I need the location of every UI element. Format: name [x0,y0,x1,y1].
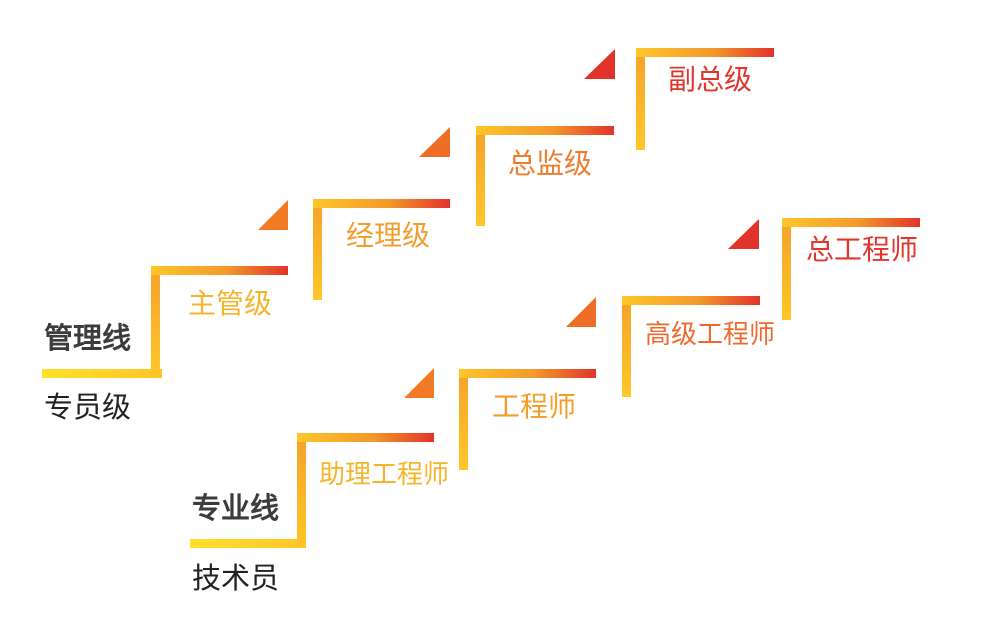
professional-riser-3 [622,296,631,397]
management-step-3-label: 总监级 [508,147,593,180]
professional-tread-4 [782,218,920,227]
professional-step-3-label: 高级工程师 [645,320,776,350]
management-stairs [42,48,774,378]
professional-tread-1 [297,433,434,442]
management-riser-3 [476,126,485,226]
professional-tread-3 [622,296,760,305]
management-riser-4 [636,48,645,150]
management-tread-2 [313,199,450,208]
professional-tread-2 [459,369,596,378]
management-riser-2 [313,199,322,300]
management-step-1-label: 主管级 [188,287,273,320]
management-tread-3 [476,126,614,135]
professional-step-1-label: 助理工程师 [319,460,450,490]
professional-entry-level: 技术员 [192,561,280,595]
management-riser-1 [151,266,160,378]
professional-step-2-label: 工程师 [492,390,577,423]
professional-step-4-label: 总工程师 [806,233,919,266]
management-tread-1 [151,266,288,275]
professional-track-title: 专业线 [192,491,280,525]
management-base-step [42,369,162,378]
management-entry-level: 专员级 [44,390,132,424]
management-tread-4 [636,48,774,57]
management-track-title: 管理线 [44,321,132,355]
professional-marker-3 [728,219,759,249]
management-marker-2 [419,127,450,157]
management-step-2-label: 经理级 [346,219,431,252]
professional-riser-4 [782,218,791,320]
professional-base-step [190,539,306,548]
professional-stairs [190,218,920,548]
professional-riser-1 [297,433,306,548]
professional-marker-1 [404,368,434,398]
management-marker-1 [258,200,288,230]
professional-riser-2 [459,369,468,470]
management-marker-3 [584,49,615,79]
management-step-4-label: 副总级 [668,63,753,96]
professional-marker-2 [566,297,596,327]
